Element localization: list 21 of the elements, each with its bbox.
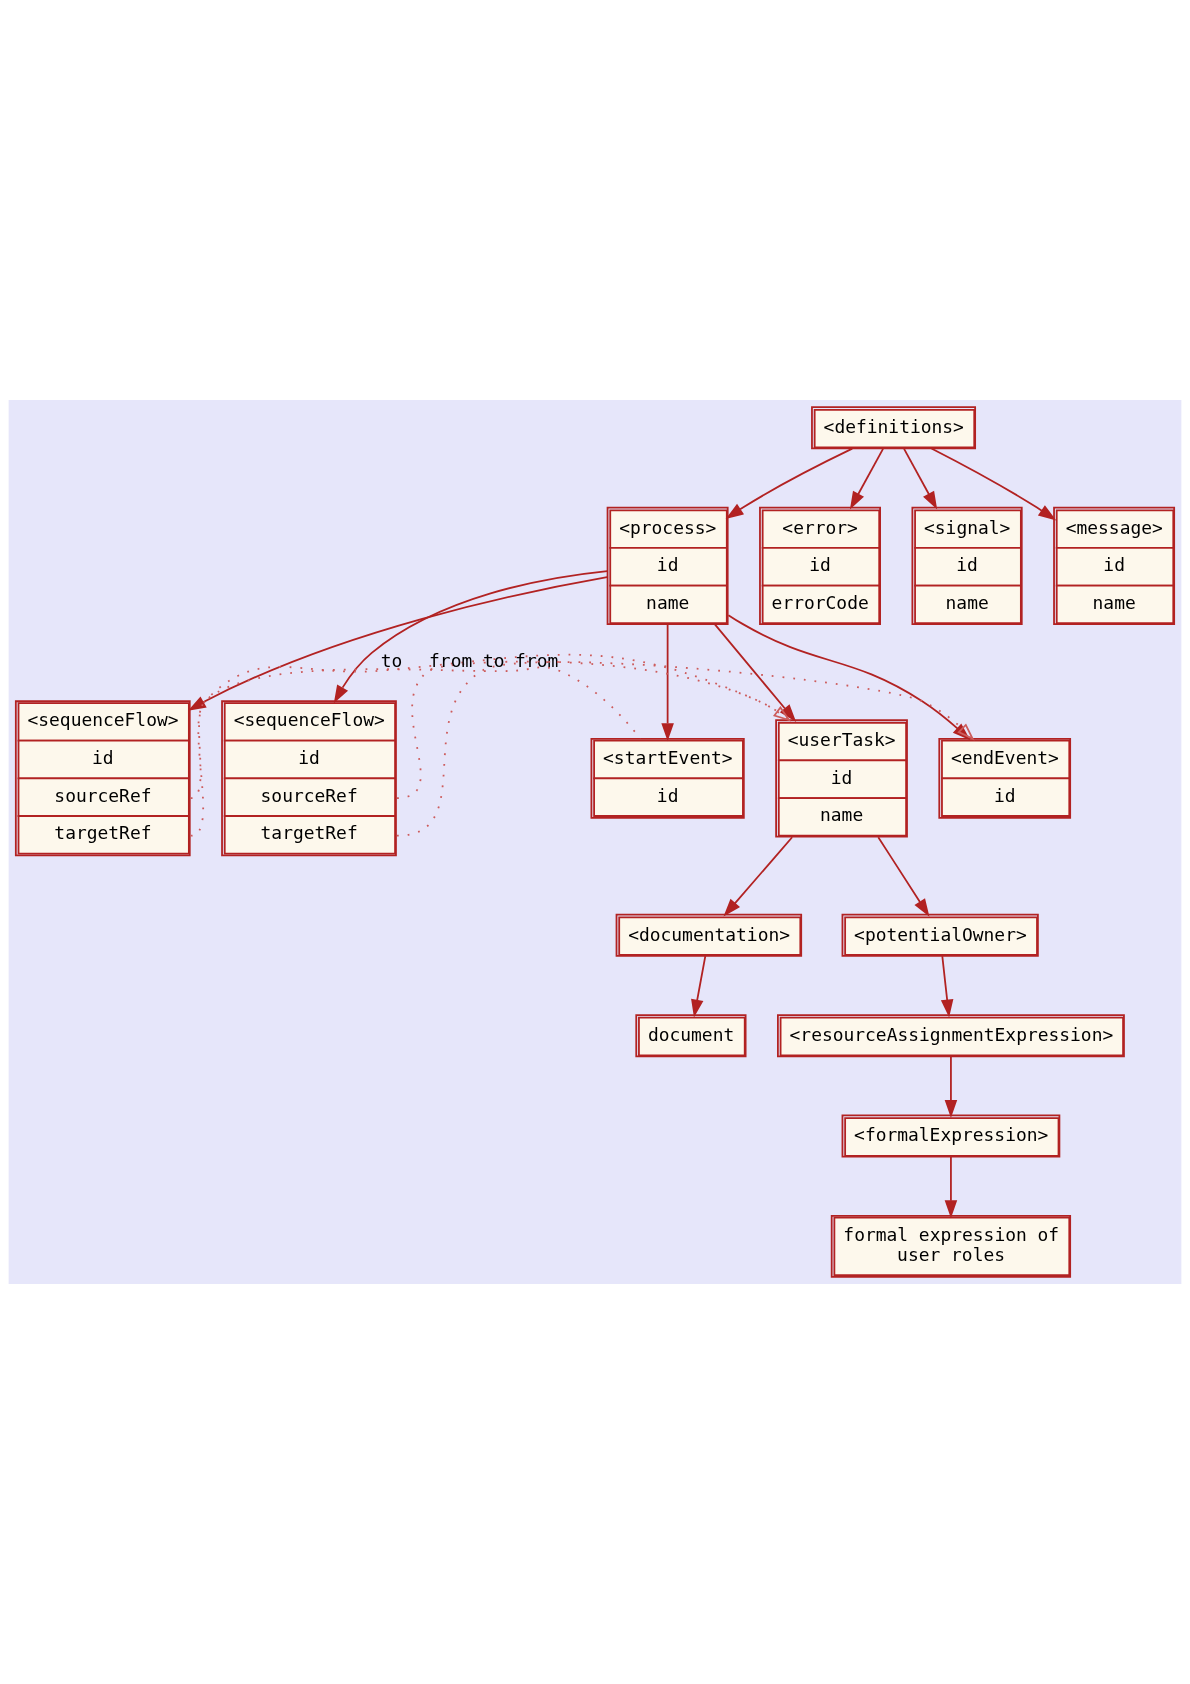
arrow — [940, 955, 954, 1018]
connector — [189, 666, 642, 799]
arrow — [189, 653, 792, 837]
connector — [395, 660, 790, 799]
edge-label: from — [429, 650, 473, 672]
arrow — [944, 1156, 958, 1219]
arrow — [725, 447, 854, 520]
arrow — [903, 447, 938, 510]
arrow — [691, 955, 707, 1018]
arrow — [333, 570, 609, 704]
arrow — [877, 836, 930, 917]
arrow — [723, 836, 794, 917]
edge-label: from — [515, 650, 559, 672]
arrow — [187, 576, 608, 711]
arrow — [849, 447, 884, 510]
arrow — [661, 623, 674, 742]
arrow — [930, 447, 1057, 521]
arrow — [713, 623, 797, 723]
edge-label: to — [482, 650, 505, 672]
arrow — [944, 1055, 958, 1118]
edge-label: to — [380, 650, 403, 672]
